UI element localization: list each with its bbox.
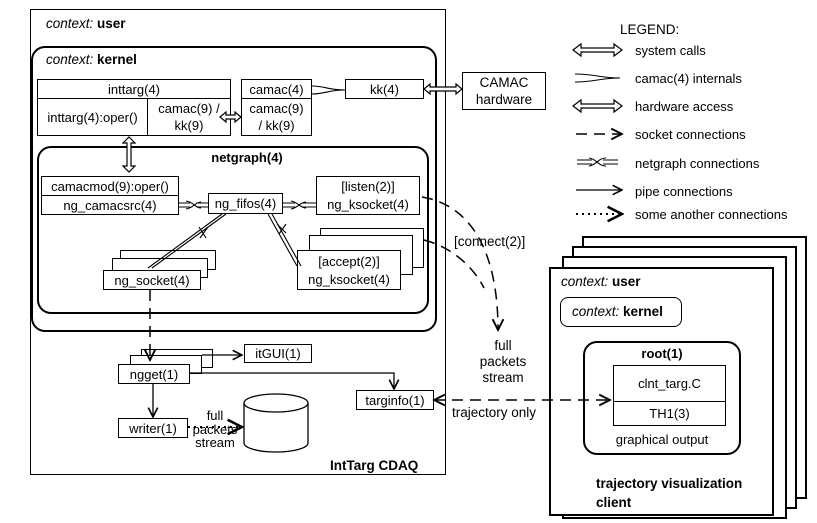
ng-ksocket-accept: ng_ksocket(4): [308, 272, 390, 287]
ngget-box: ngget(1): [118, 364, 190, 384]
inttarg-camac9: camac(9) / kk(9): [147, 98, 231, 136]
inttarg-title: inttarg(4): [37, 79, 231, 99]
legend-title: LEGEND:: [620, 22, 680, 37]
legend-label-other-connections: some another connections: [635, 207, 788, 222]
root-title: root(1): [641, 346, 683, 361]
legend-label-hardware-access: hardware access: [635, 99, 734, 114]
legend-label-netgraph-connections: netgraph connections: [635, 156, 760, 171]
connect-label: [connect(2)]: [454, 234, 526, 249]
ng-socket: ng_socket(4): [103, 270, 201, 290]
kernel-context-main-label: context: kernel: [46, 52, 137, 67]
full-packets-stream-small: full packets stream: [192, 408, 238, 450]
ng-camacsrc: ng_camacsrc(4): [41, 195, 179, 215]
client-kernel-context: [560, 297, 682, 327]
writer-box: writer(1): [118, 418, 188, 438]
camac-camac9: camac(9) / kk(9): [241, 98, 312, 136]
th1-box: TH1(3): [613, 401, 726, 426]
ksocket-accept-stack-front: [297, 250, 401, 290]
ng-ksocket-listen: ng_ksocket(4): [316, 195, 420, 215]
camac-title: camac(4): [241, 79, 312, 99]
ng-fifos: ng_fifos(4): [208, 193, 283, 214]
legend-label-camac-internals: camac(4) internals: [635, 71, 742, 86]
legend-icon-hardware-access: [572, 98, 623, 114]
legend-icon-camac-internals: [574, 73, 621, 83]
storage-media-label: storage media: [255, 419, 299, 449]
camacmod-oper: camacmod(9):oper(): [41, 176, 179, 196]
camac-hardware: CAMAC hardware: [462, 72, 546, 110]
full-packets-stream-big: full packets stream: [479, 338, 527, 385]
inttarg-oper: inttarg(4):oper(): [37, 98, 148, 136]
accept-label: [accept(2)]: [318, 254, 380, 269]
client-title: trajectory visualization client: [596, 476, 743, 510]
ng-ksocket-listen-top: [listen(2)]: [316, 176, 420, 196]
legend-label-system-calls: system calls: [635, 43, 706, 58]
itgui-box: itGUI(1): [244, 344, 312, 363]
system-name: IntTarg CDAQ: [330, 458, 419, 473]
legend-label-socket-connections: socket connections: [635, 127, 746, 142]
client-kernel-context-label: context: kernel: [572, 304, 663, 319]
netgraph-title: netgraph(4): [211, 150, 283, 165]
legend-icon-system-call: [572, 42, 623, 58]
legend-icon-netgraph: [577, 157, 618, 167]
clnt-targ-box: clnt_targ.C: [613, 365, 726, 402]
kk-box: kk(4): [345, 79, 424, 99]
graphical-output-label: graphical output: [615, 432, 709, 447]
targinfo-box: targinfo(1): [356, 390, 434, 410]
user-context-main-label: context: user: [46, 16, 126, 31]
trajectory-only-label: trajectory only: [452, 405, 537, 420]
legend-label-pipe-connections: pipe connections: [635, 184, 733, 199]
client-user-context-label: context: user: [561, 274, 641, 289]
